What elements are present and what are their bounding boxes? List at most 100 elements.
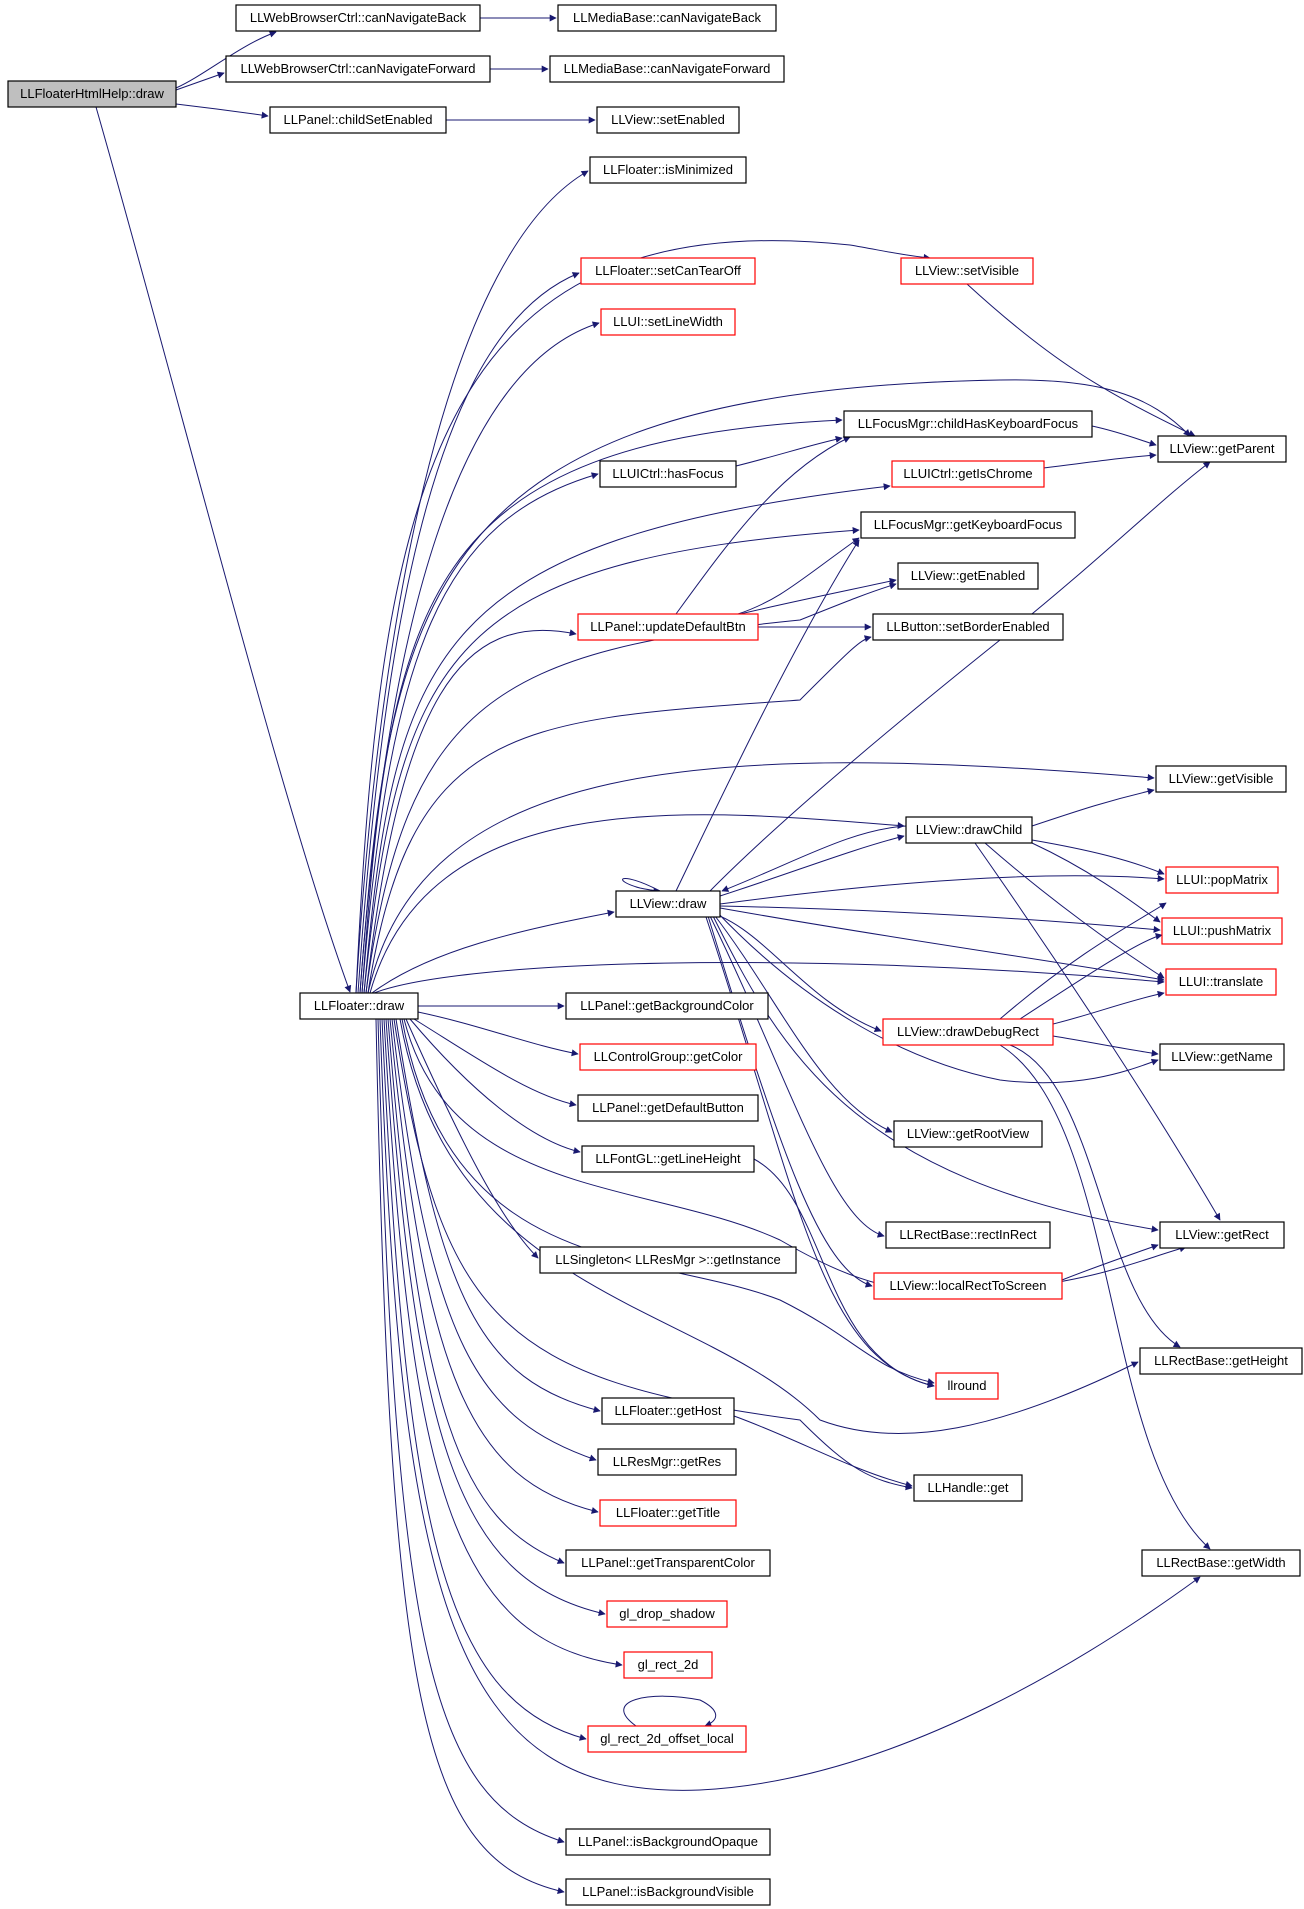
node-singleton-get-instance[interactable]: LLSingleton< LLResMgr >::getInstance [539, 1246, 797, 1274]
node-gl-drop-shadow[interactable]: gl_drop_shadow [606, 1600, 728, 1628]
node-focus-get-keyboard-focus[interactable]: LLFocusMgr::getKeyboardFocus [860, 511, 1076, 539]
node-view-get-rect[interactable]: LLView::getRect [1159, 1221, 1285, 1249]
node-view-draw[interactable]: LLView::draw [615, 890, 721, 918]
edge-fd-drawchild [369, 814, 905, 994]
node-control-group-get-color[interactable]: LLControlGroup::getColor [579, 1043, 757, 1071]
svg-text:LLPanel::updateDefaultBtn: LLPanel::updateDefaultBtn [590, 619, 745, 634]
node-view-draw-child[interactable]: LLView::drawChild [905, 816, 1033, 844]
edge-drawchild-getrect [974, 842, 1221, 1221]
node-view-get-name[interactable]: LLView::getName [1159, 1043, 1285, 1071]
node-font-get-line-height[interactable]: LLFontGL::getLineHeight [581, 1145, 755, 1173]
node-floater-draw[interactable]: LLFloater::draw [299, 992, 419, 1020]
node-rect-get-height[interactable]: LLRectBase::getHeight [1139, 1347, 1303, 1375]
edge-fd-teartoff [357, 272, 580, 994]
node-llui-translate[interactable]: LLUI::translate [1165, 968, 1277, 996]
edge-fd-shadow [385, 1018, 606, 1617]
node-view-set-enabled[interactable]: LLView::setEnabled [596, 106, 740, 134]
svg-text:LLView::draw: LLView::draw [630, 896, 707, 911]
node-llround[interactable]: llround [935, 1372, 999, 1400]
svg-text:LLView::getParent: LLView::getParent [1169, 441, 1274, 456]
edge-fd-hasfocus [361, 472, 599, 994]
node-focus-child-has-keyboard-focus[interactable]: LLFocusMgr::childHasKeyboardFocus [843, 410, 1093, 438]
node-panel-get-background-color[interactable]: LLPanel::getBackgroundColor [565, 992, 769, 1020]
edge-viewdraw-inrect [709, 915, 885, 1238]
node-rect-get-width[interactable]: LLRectBase::getWidth [1141, 1549, 1301, 1577]
node-panel-is-background-visible[interactable]: LLPanel::isBackgroundVisible [565, 1878, 771, 1906]
node-view-draw-debug-rect[interactable]: LLView::drawDebugRect [882, 1018, 1054, 1046]
edge-fd-getenabled [365, 582, 897, 994]
node-button-set-border-enabled[interactable]: LLButton::setBorderEnabled [872, 613, 1064, 641]
edge-debugrect-height [1009, 1044, 1181, 1348]
edge-htmlhelp-wbback [175, 30, 277, 89]
node-uictrl-has-focus[interactable]: LLUICtrl::hasFocus [599, 460, 737, 488]
edge-htmlhelp-wbfwd [175, 71, 225, 91]
edge-viewdraw-push [719, 905, 1161, 933]
node-panel-update-default-btn[interactable]: LLPanel::updateDefaultBtn [577, 613, 759, 641]
node-rect-in-rect[interactable]: LLRectBase::rectInRect [885, 1221, 1051, 1249]
node-llui-pop-matrix[interactable]: LLUI::popMatrix [1165, 866, 1279, 894]
node-gl-rect-2d[interactable]: gl_rect_2d [623, 1651, 713, 1679]
node-view-get-enabled[interactable]: LLView::getEnabled [897, 562, 1039, 590]
edge-lineheight-llround [753, 1158, 935, 1389]
svg-text:LLMediaBase::canNavigateBack: LLMediaBase::canNavigateBack [573, 10, 761, 25]
edge-fd-rectoffset [381, 1018, 587, 1741]
edge-htmlhelp-childset [175, 103, 269, 119]
node-mb-can-navigate-back[interactable]: LLMediaBase::canNavigateBack [557, 4, 777, 32]
svg-text:LLPanel::getDefaultButton: LLPanel::getDefaultButton [592, 1100, 744, 1115]
edge-debugrect-pop [999, 902, 1167, 1020]
node-floater-is-minimized[interactable]: LLFloater::isMinimized [589, 156, 747, 184]
svg-text:gl_rect_2d: gl_rect_2d [638, 1657, 699, 1672]
svg-text:LLPanel::getTransparentColor: LLPanel::getTransparentColor [581, 1555, 755, 1570]
node-panel-get-default-button[interactable]: LLPanel::getDefaultButton [577, 1094, 759, 1122]
svg-text:LLView::drawDebugRect: LLView::drawDebugRect [897, 1024, 1039, 1039]
node-view-set-visible[interactable]: LLView::setVisible [900, 257, 1034, 285]
edge-fd-singleton [405, 1018, 539, 1259]
node-view-get-parent[interactable]: LLView::getParent [1157, 435, 1287, 463]
edge-ischrome-getparent [1043, 452, 1157, 469]
node-view-local-rect-to-screen[interactable]: LLView::localRectToScreen [873, 1272, 1063, 1300]
svg-text:LLRectBase::rectInRect: LLRectBase::rectInRect [899, 1227, 1037, 1242]
node-mb-can-navigate-forward[interactable]: LLMediaBase::canNavigateForward [549, 55, 785, 83]
edge-fd-gettitle [389, 1018, 599, 1514]
node-view-get-root-view[interactable]: LLView::getRootView [893, 1120, 1043, 1148]
edge-fd-bgopaque [377, 1018, 565, 1844]
edge-viewdraw-getrect [711, 913, 1159, 1233]
svg-text:LLUI::translate: LLUI::translate [1179, 974, 1264, 989]
edge-drawchild-pop [1031, 839, 1165, 875]
edge-fd-llround [401, 1018, 935, 1385]
node-resmgr-get-res[interactable]: LLResMgr::getRes [597, 1448, 737, 1476]
node-view-get-visible[interactable]: LLView::getVisible [1155, 765, 1287, 793]
edge-updbtn-getenabled [739, 577, 897, 615]
svg-text:LLWebBrowserCtrl::canNavigateB: LLWebBrowserCtrl::canNavigateBack [250, 10, 467, 25]
svg-text:LLUICtrl::getIsChrome: LLUICtrl::getIsChrome [903, 466, 1032, 481]
svg-text:LLFloater::getTitle: LLFloater::getTitle [616, 1505, 720, 1520]
node-uictrl-get-is-chrome[interactable]: LLUICtrl::getIsChrome [891, 460, 1045, 488]
svg-text:LLRectBase::getHeight: LLRectBase::getHeight [1154, 1353, 1288, 1368]
svg-text:LLRectBase::getWidth: LLRectBase::getWidth [1156, 1555, 1285, 1570]
svg-text:LLFocusMgr::getKeyboardFocus: LLFocusMgr::getKeyboardFocus [874, 517, 1063, 532]
node-llui-set-line-width[interactable]: LLUI::setLineWidth [600, 308, 736, 336]
node-floater-get-host[interactable]: LLFloater::getHost [601, 1397, 735, 1425]
node-wb-can-navigate-back[interactable]: LLWebBrowserCtrl::canNavigateBack [235, 4, 481, 32]
edge-drawchild-push [1031, 842, 1161, 923]
node-gl-rect-2d-offset-local[interactable]: gl_rect_2d_offset_local [587, 1725, 747, 1753]
svg-text:LLButton::setBorderEnabled: LLButton::setBorderEnabled [886, 619, 1049, 634]
node-panel-child-set-enabled[interactable]: LLPanel::childSetEnabled [269, 106, 447, 134]
svg-text:LLResMgr::getRes: LLResMgr::getRes [613, 1454, 722, 1469]
node-wb-can-navigate-forward[interactable]: LLWebBrowserCtrl::canNavigateForward [225, 55, 491, 83]
node-htmlhelp-draw[interactable]: LLFloaterHtmlHelp::draw [7, 80, 177, 108]
svg-text:LLFloater::getHost: LLFloater::getHost [615, 1403, 722, 1418]
node-floater-get-title[interactable]: LLFloater::getTitle [599, 1499, 737, 1527]
node-panel-get-transparent-color[interactable]: LLPanel::getTransparentColor [565, 1549, 771, 1577]
node-handle-get[interactable]: LLHandle::get [913, 1474, 1023, 1502]
svg-text:LLView::getName: LLView::getName [1171, 1049, 1272, 1064]
node-llui-push-matrix[interactable]: LLUI::pushMatrix [1161, 917, 1283, 945]
edge-drawchild-getvisible [1031, 787, 1155, 827]
edge-fd-bgvisible [375, 1018, 565, 1895]
node-panel-is-background-opaque[interactable]: LLPanel::isBackgroundOpaque [565, 1828, 771, 1856]
svg-text:LLPanel::getBackgroundColor: LLPanel::getBackgroundColor [580, 998, 754, 1013]
node-floater-set-can-tear-off[interactable]: LLFloater::setCanTearOff [580, 257, 756, 285]
svg-text:LLPanel::isBackgroundVisible: LLPanel::isBackgroundVisible [582, 1884, 754, 1899]
edge-fd-handle [393, 1018, 913, 1491]
svg-text:LLUICtrl::hasFocus: LLUICtrl::hasFocus [612, 466, 724, 481]
